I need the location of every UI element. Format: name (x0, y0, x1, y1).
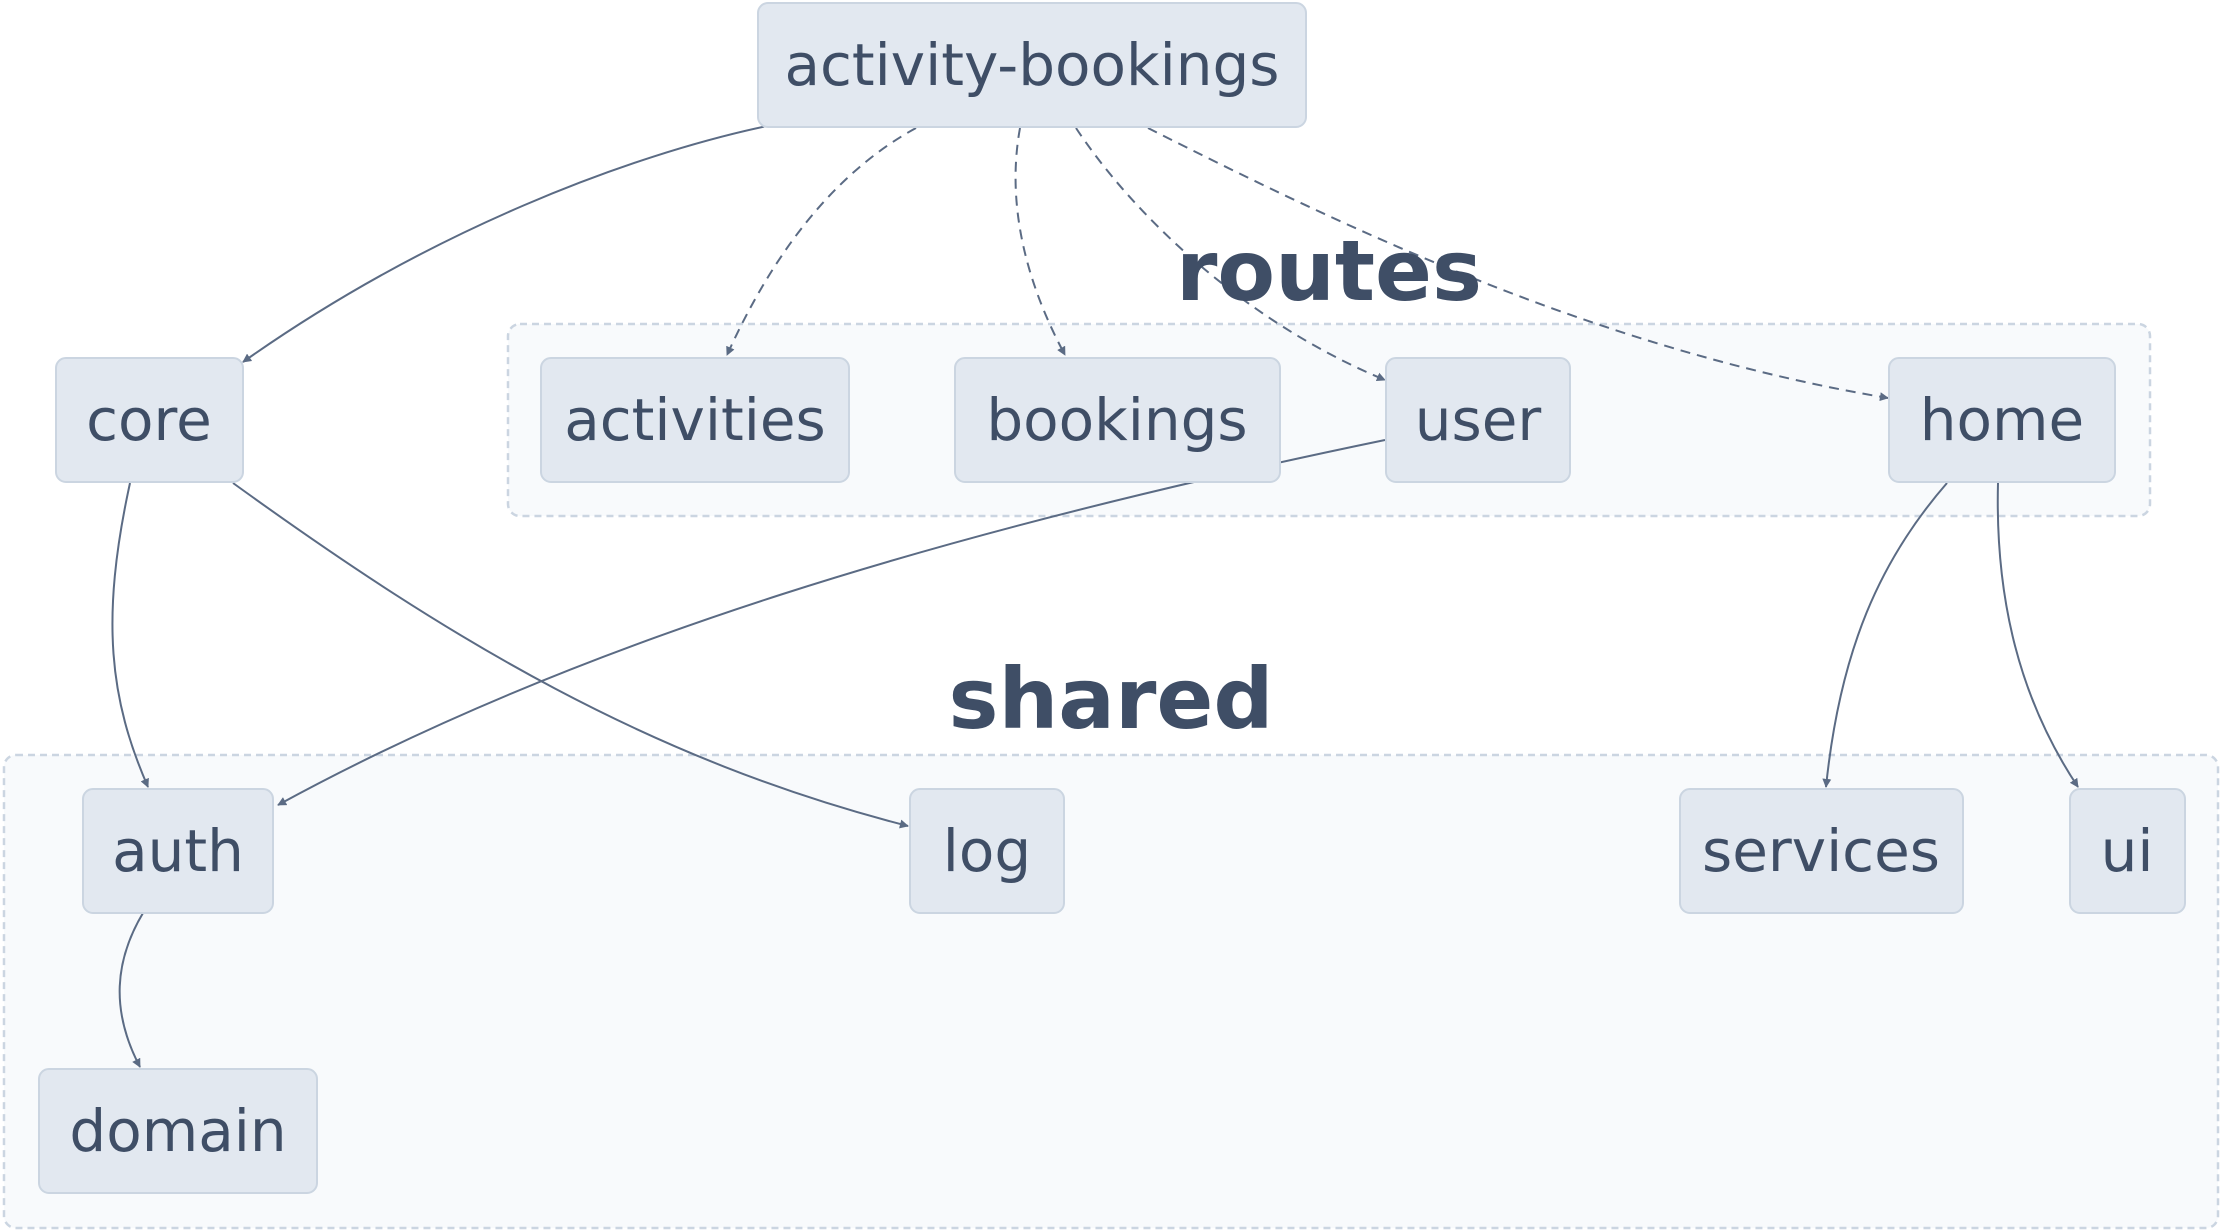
node-auth[interactable]: auth (82, 788, 274, 914)
node-label: services (1702, 817, 1940, 885)
node-log[interactable]: log (909, 788, 1065, 914)
node-label: domain (69, 1097, 286, 1165)
node-label: auth (112, 817, 244, 885)
cluster-routes (506, 322, 2152, 518)
node-activities[interactable]: activities (540, 357, 850, 483)
node-label: core (86, 386, 212, 454)
node-bookings[interactable]: bookings (954, 357, 1281, 483)
node-services[interactable]: services (1679, 788, 1964, 914)
edge-activity-bookings-to-core (242, 125, 768, 363)
node-label: bookings (986, 386, 1247, 454)
node-label: home (1920, 386, 2084, 454)
cluster-shared (2, 753, 2220, 1230)
node-label: ui (2101, 817, 2154, 885)
node-user[interactable]: user (1385, 357, 1571, 483)
node-label: log (943, 817, 1031, 885)
node-home[interactable]: home (1888, 357, 2116, 483)
node-core[interactable]: core (55, 357, 244, 483)
edge-activity-bookings-to-user (1075, 127, 1386, 382)
edge-activity-bookings-to-bookings (1014, 127, 1066, 356)
node-label: activity-bookings (785, 31, 1280, 99)
edges (111, 125, 2079, 1068)
node-domain[interactable]: domain (38, 1068, 318, 1194)
edge-auth-to-domain (118, 912, 144, 1068)
edge-core-to-log (232, 482, 909, 829)
node-label: user (1415, 386, 1542, 454)
cluster-label-routes: routes (1176, 222, 1482, 320)
edge-activity-bookings-to-activities (726, 127, 917, 356)
edge-core-to-auth (111, 482, 149, 788)
cluster-label-shared: shared (948, 650, 1273, 748)
node-ui[interactable]: ui (2069, 788, 2186, 914)
node-label: activities (564, 386, 825, 454)
edge-home-to-services (1822, 482, 1948, 788)
edge-activity-bookings-to-home (1147, 127, 1889, 402)
edge-home-to-ui (1996, 482, 2079, 788)
node-activity-bookings[interactable]: activity-bookings (757, 2, 1307, 128)
